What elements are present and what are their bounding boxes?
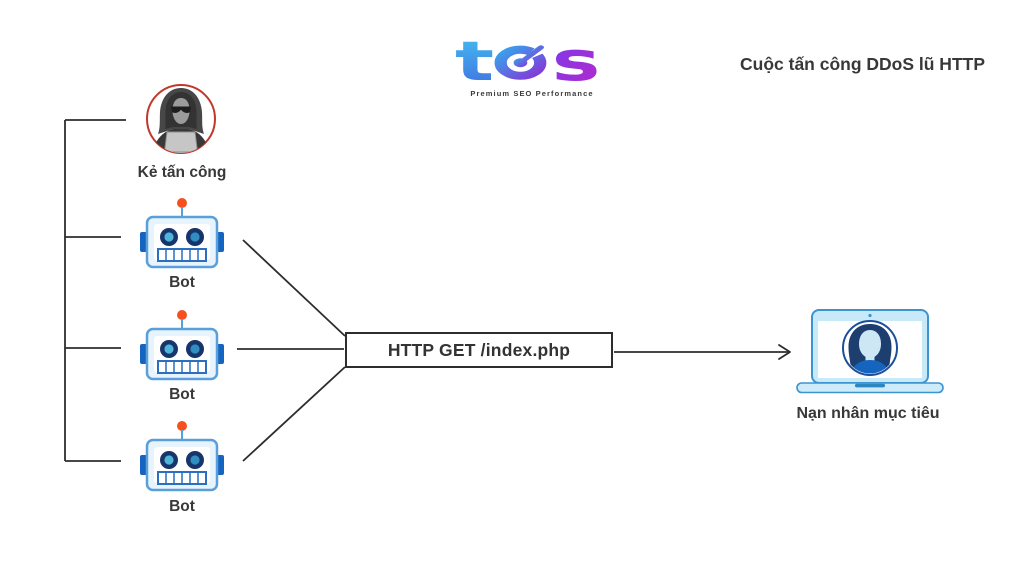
- victim-avatar: [848, 324, 892, 374]
- bot-icon-2: [140, 307, 224, 387]
- diagram-title: Cuộc tấn công DDoS lũ HTTP: [740, 54, 985, 74]
- laptop-camera: [868, 313, 872, 318]
- logo-gauge-ring: [494, 45, 547, 80]
- arrowhead: [778, 344, 791, 360]
- avatar-face: [859, 330, 881, 358]
- edge-bot1-box: [242, 239, 346, 337]
- laptop-base: [796, 382, 944, 394]
- edge-bot3-box: [242, 366, 346, 462]
- tos-logo-icon: t s: [455, 31, 601, 93]
- bot-label-1: Bot: [169, 274, 195, 291]
- victim-label: Nạn nhân mục tiêu: [796, 405, 940, 422]
- attacker-sunglasses: [171, 106, 191, 113]
- logo-gauge-dot: [513, 58, 528, 68]
- bot-icon-1: [140, 195, 224, 275]
- tos-logo: t s: [455, 31, 611, 93]
- bot-label-3: Bot: [169, 498, 195, 515]
- attacker-label: Kẻ tấn công: [137, 164, 227, 181]
- bot-mouth: [157, 248, 207, 262]
- attacker-icon: [143, 81, 219, 157]
- logo-letter-t: t: [455, 33, 494, 87]
- bot-label-2: Bot: [169, 386, 195, 403]
- victim-laptop-icon: [795, 308, 945, 396]
- avatar-shirt: [850, 360, 890, 374]
- logo-tagline: Premium SEO Performance: [470, 89, 594, 98]
- http-request-box: HTTP GET /index.php: [345, 332, 613, 368]
- attacker-laptop: [163, 131, 199, 153]
- antenna-dot: [177, 198, 187, 208]
- logo-letter-s: s: [552, 33, 601, 87]
- attacker-face: [172, 98, 190, 124]
- bot-icon-3: [140, 418, 224, 498]
- laptop-base-notch: [855, 383, 885, 388]
